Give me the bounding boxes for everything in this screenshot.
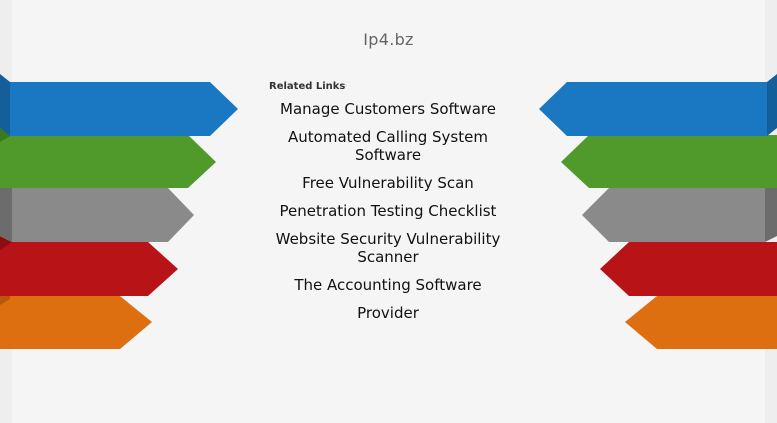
- right-red-ribbon: [600, 242, 777, 296]
- related-link-free-vulnerability-scan[interactable]: Free Vulnerability Scan: [302, 174, 474, 192]
- list-item: Penetration Testing Checklist: [268, 202, 508, 220]
- related-links-heading: Related Links: [269, 81, 346, 92]
- list-item: Free Vulnerability Scan: [268, 174, 508, 192]
- list-item: The Accounting Software: [268, 276, 508, 294]
- list-item: Website Security Vulnerability Scanner: [268, 230, 508, 266]
- right-gray-ribbon: [582, 188, 765, 242]
- left-green-ribbon: [0, 135, 216, 188]
- left-red-ribbon: [0, 242, 178, 296]
- related-link-the-accounting-software[interactable]: The Accounting Software: [294, 276, 482, 294]
- list-item: Provider: [268, 304, 508, 322]
- right-blue-ribbon: [539, 82, 767, 136]
- related-link-penetration-testing-checklist[interactable]: Penetration Testing Checklist: [279, 202, 497, 220]
- related-link-manage-customers-software[interactable]: Manage Customers Software: [280, 100, 496, 118]
- related-links-block: Related Links Manage Customers Software …: [268, 80, 508, 332]
- left-blue-ribbon: [10, 82, 238, 136]
- right-orange-ribbon: [625, 296, 777, 349]
- related-link-website-security-vulnerability-scanner[interactable]: Website Security Vulnerability Scanner: [275, 230, 501, 266]
- list-item: Manage Customers Software: [268, 100, 508, 118]
- left-gray-ribbon: [12, 188, 194, 242]
- left-orange-ribbon: [0, 296, 152, 349]
- related-link-provider[interactable]: Provider: [357, 304, 419, 322]
- domain-title: Ip4.bz: [363, 30, 414, 49]
- left-ribbons: [0, 74, 238, 349]
- list-item: Automated Calling System Software: [268, 128, 508, 164]
- right-edge-strip: [765, 0, 777, 423]
- right-green-ribbon: [561, 135, 777, 188]
- left-edge-strip: [0, 0, 12, 423]
- related-links-list: Manage Customers Software Automated Call…: [268, 100, 508, 322]
- related-link-automated-calling-system-software[interactable]: Automated Calling System Software: [288, 128, 488, 164]
- right-ribbons: [539, 74, 777, 349]
